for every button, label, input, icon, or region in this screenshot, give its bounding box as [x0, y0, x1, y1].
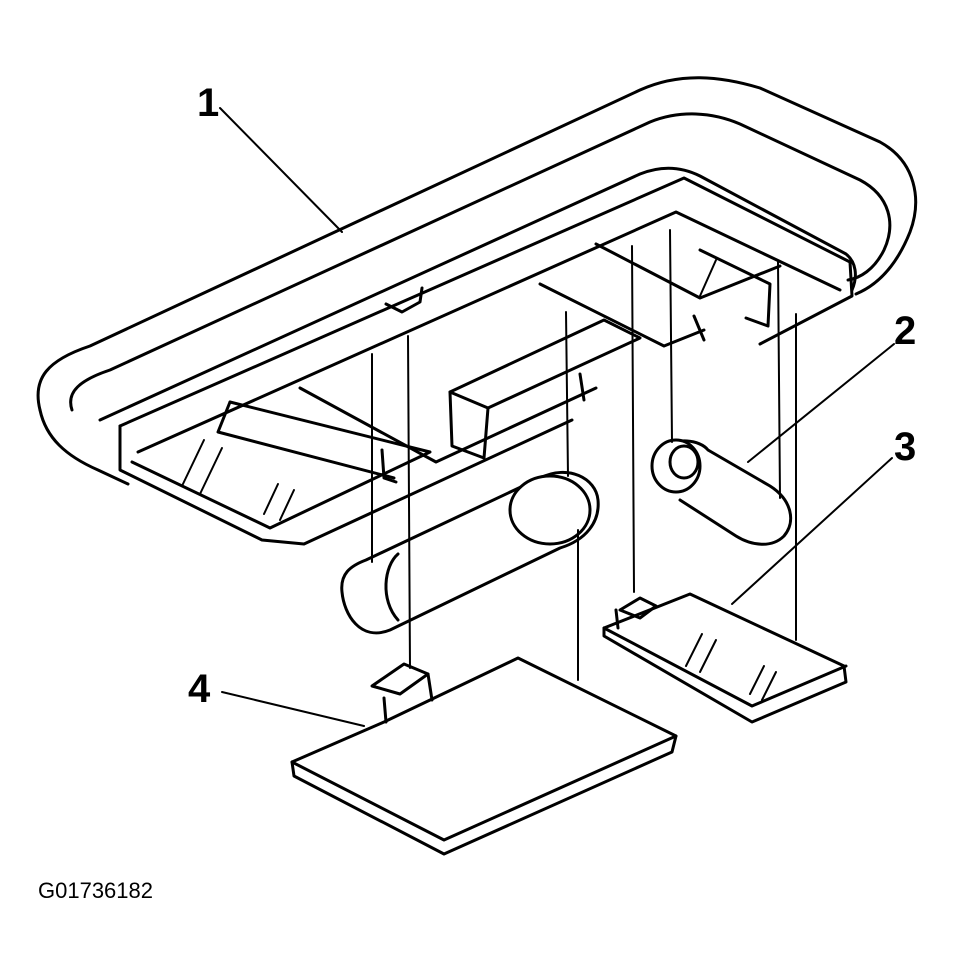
callout-3: 3 — [894, 425, 916, 469]
lens-front — [290, 656, 678, 856]
bulb-right — [650, 438, 793, 546]
lens-right — [602, 592, 848, 724]
callout-1: 1 — [197, 81, 219, 125]
leader-lines — [219, 107, 895, 727]
lamp-housing — [36, 76, 918, 546]
callout-4: 4 — [188, 667, 211, 711]
callout-2: 2 — [894, 309, 916, 353]
figure-id: G01736182 — [38, 878, 153, 903]
bulb-center — [340, 470, 600, 635]
assembly-guide-lines — [371, 229, 797, 681]
